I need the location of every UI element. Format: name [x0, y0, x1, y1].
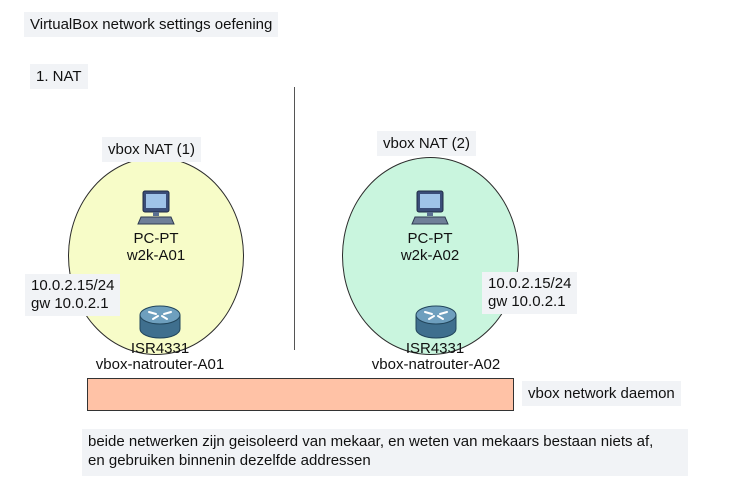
- router-2-name: vbox-natrouter-A02: [371, 356, 501, 373]
- nat-network-2-label: vbox NAT (2): [377, 131, 476, 156]
- ip-address-2: 10.0.2.15/24: [488, 275, 572, 292]
- pc-icon[interactable]: [411, 190, 449, 226]
- ip-config-2: 10.0.2.15/24 gw 10.0.2.1: [482, 272, 578, 314]
- pc-1-type: PC-PT: [133, 230, 179, 247]
- page-title: VirtualBox network settings oefening: [24, 12, 279, 37]
- ip-config-1: 10.0.2.15/24 gw 10.0.2.1: [25, 274, 121, 316]
- network-daemon-label: vbox network daemon: [522, 381, 681, 406]
- router-1-type: ISR4331: [130, 340, 190, 357]
- router-icon[interactable]: [415, 305, 457, 339]
- network-daemon-bar: [87, 378, 514, 411]
- pc-1-name: w2k-A01: [126, 247, 186, 264]
- nat-network-1-label: vbox NAT (1): [102, 137, 201, 162]
- ip-address-1: 10.0.2.15/24: [31, 277, 115, 294]
- footer-note: beide netwerken zijn geisoleerd van meka…: [82, 429, 688, 476]
- router-2-type: ISR4331: [405, 340, 465, 357]
- network-divider: [294, 87, 295, 350]
- router-1-name: vbox-natrouter-A01: [95, 356, 225, 373]
- section-label: 1. NAT: [30, 64, 88, 89]
- pc-2-type: PC-PT: [407, 230, 453, 247]
- footer-line-2: en gebruiken binnenin dezelfde addressen: [88, 452, 371, 469]
- router-icon[interactable]: [139, 305, 181, 339]
- footer-line-1: beide netwerken zijn geisoleerd van meka…: [88, 433, 654, 450]
- pc-2-name: w2k-A02: [400, 247, 460, 264]
- gateway-2: gw 10.0.2.1: [488, 293, 566, 310]
- pc-icon[interactable]: [137, 190, 175, 226]
- gateway-1: gw 10.0.2.1: [31, 295, 109, 312]
